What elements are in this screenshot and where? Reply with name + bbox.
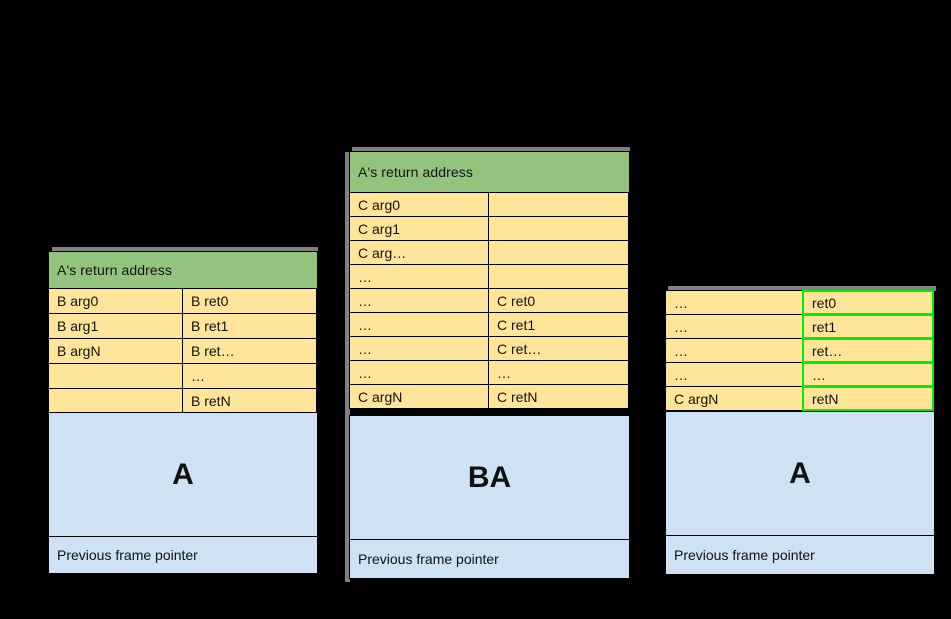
stack-right-row1-right: ret1 [802, 314, 934, 339]
stack-middle-rows: C arg0 C arg1 C arg… … … C ret0 … C re [349, 192, 630, 409]
stack-right-row4-right: retN [802, 386, 934, 411]
stack-left-rows: B arg0 B ret0 B arg1 B ret1 B argN B ret… [48, 288, 318, 414]
table-row: … ret0 [665, 290, 935, 315]
stack-left-row0-left: B arg0 [48, 288, 183, 314]
stack-left-row0-right: B ret0 [182, 288, 317, 314]
table-row: … ret1 [665, 314, 935, 339]
stack-middle-frame-body: BA [349, 415, 630, 540]
table-row: C argN C retN [349, 384, 630, 409]
stack-middle-row8-left: C argN [349, 384, 489, 409]
stack-middle: A's return address C arg0 C arg1 C arg… … [349, 151, 630, 583]
stack-middle-row4-left: … [349, 288, 489, 313]
stack-middle-row3-left: … [349, 264, 489, 289]
table-row: B retN [48, 388, 318, 414]
stack-right-row1-left: … [665, 314, 803, 339]
stack-left-row1-left: B arg1 [48, 313, 183, 339]
table-row: … ret… [665, 338, 935, 363]
table-row: C arg… [349, 240, 630, 265]
stack-left-return-address-header: A's return address [48, 251, 318, 289]
table-row: … … [665, 362, 935, 387]
table-row: … C ret1 [349, 312, 630, 337]
table-row: C argN retN [665, 386, 935, 411]
stack-middle-row2-right [488, 240, 629, 265]
stack-middle-previous-frame-pointer: Previous frame pointer [349, 539, 630, 579]
stack-left: A's return address B arg0 B ret0 B arg1 … [48, 251, 318, 587]
stack-right-shadow-top [668, 286, 936, 291]
table-row: C arg1 [349, 216, 630, 241]
stack-right-row3-right: … [802, 362, 934, 387]
table-row: … [48, 363, 318, 389]
stack-middle-row3-right [488, 264, 629, 289]
stack-right-rows: … ret0 … ret1 … ret… … … C argN retN [665, 290, 935, 411]
stack-left-row2-left: B argN [48, 338, 183, 364]
table-row: … [349, 264, 630, 289]
stack-middle-row1-right [488, 216, 629, 241]
table-row: C arg0 [349, 192, 630, 217]
stack-right-frame-body: A [665, 411, 935, 536]
stack-right-row0-right: ret0 [802, 290, 934, 315]
table-row: B arg1 B ret1 [48, 313, 318, 339]
stack-middle-row6-left: … [349, 336, 489, 361]
stack-right-row3-left: … [665, 362, 803, 387]
stack-middle-shadow-left [345, 152, 350, 582]
stack-left-shadow-top [52, 247, 318, 252]
stack-middle-row7-left: … [349, 360, 489, 385]
table-row: B arg0 B ret0 [48, 288, 318, 314]
stack-middle-row4-right: C ret0 [488, 288, 629, 313]
stack-right: … ret0 … ret1 … ret… … … C argN retN A P… [665, 290, 935, 587]
stack-middle-row8-right: C retN [488, 384, 629, 409]
stack-right-row2-right: ret… [802, 338, 934, 363]
stack-middle-row7-right: … [488, 360, 629, 385]
stack-left-row3-right: … [182, 363, 317, 389]
stack-right-row2-left: … [665, 338, 803, 363]
stack-middle-return-address-header: A's return address [349, 151, 630, 193]
stack-right-row4-left: C argN [665, 386, 803, 411]
table-row: … C ret… [349, 336, 630, 361]
stack-middle-row2-left: C arg… [349, 240, 489, 265]
stack-middle-row0-right [488, 192, 629, 217]
table-row: B argN B ret… [48, 338, 318, 364]
stack-middle-row6-right: C ret… [488, 336, 629, 361]
stack-left-row4-right: B retN [182, 388, 317, 414]
stack-left-previous-frame-pointer: Previous frame pointer [48, 536, 318, 574]
stack-left-frame-body: A [48, 412, 318, 537]
stack-left-row2-right: B ret… [182, 338, 317, 364]
stack-middle-row1-left: C arg1 [349, 216, 489, 241]
stack-left-row4-left [48, 388, 183, 414]
stack-right-row0-left: … [665, 290, 803, 315]
stack-middle-shadow-top [352, 147, 630, 152]
stack-middle-row5-left: … [349, 312, 489, 337]
stack-middle-row5-right: C ret1 [488, 312, 629, 337]
stack-left-row1-right: B ret1 [182, 313, 317, 339]
stack-right-previous-frame-pointer: Previous frame pointer [665, 535, 935, 575]
table-row: … C ret0 [349, 288, 630, 313]
stack-middle-row0-left: C arg0 [349, 192, 489, 217]
table-row: … … [349, 360, 630, 385]
stack-left-row3-left [48, 363, 183, 389]
